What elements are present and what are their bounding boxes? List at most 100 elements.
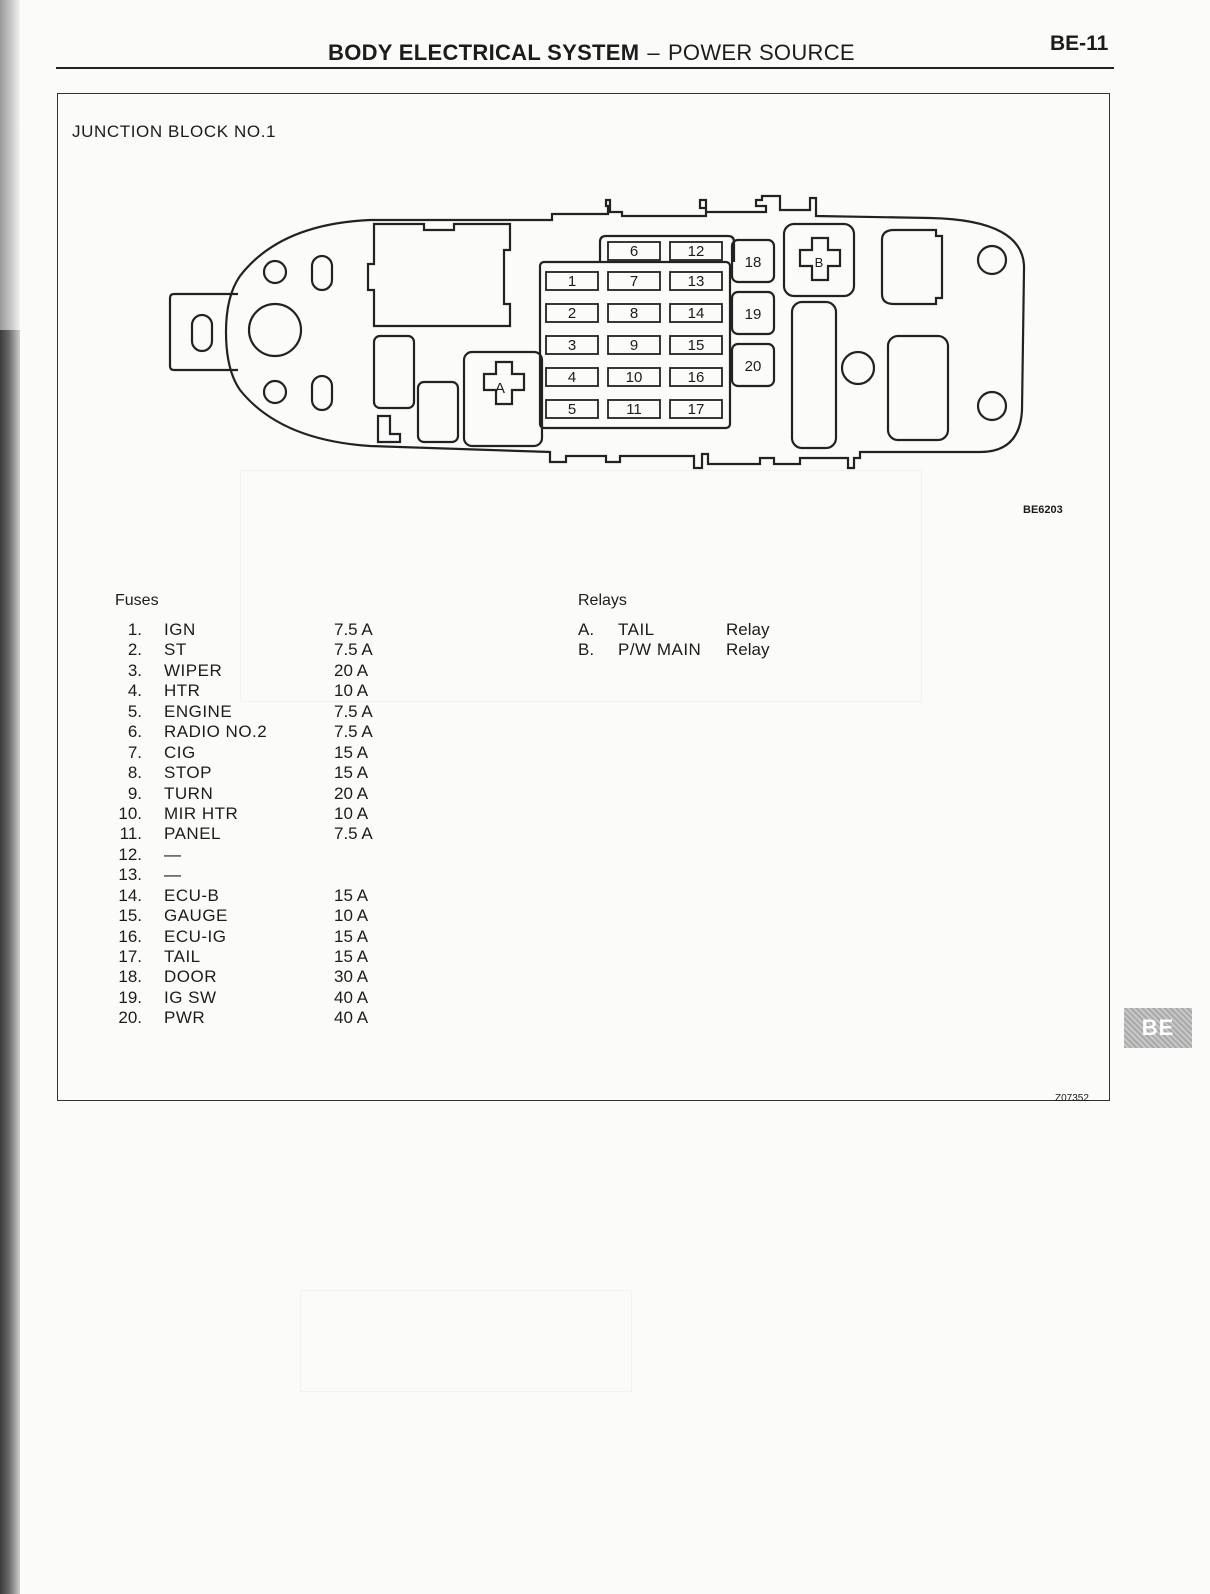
fuse-amperage: 7.5 A [334,640,373,660]
connector-housing [372,334,416,410]
fuse-number: 15. [118,906,142,926]
page-title: BODY ELECTRICAL SYSTEM–POWER SOURCE [328,40,855,66]
fuse-number: 16. [118,926,142,946]
fuse-slot-label: 7 [630,273,638,290]
fuse-amperage: 20 A [334,660,369,680]
connector-housing [790,300,838,450]
fuse-amperage: 10 A [334,681,369,701]
fuse-amperage: 15 A [334,885,369,905]
fuse-amperage: 40 A [334,987,369,1007]
mount-hole [840,350,876,386]
content-frame [57,93,1110,1101]
fuse-number: 6. [127,722,142,742]
fuse-name: — [164,865,182,885]
fuse-amperage: 7.5 A [334,824,373,844]
list-item: 11. PANEL 7.5 A [108,824,408,844]
relay-a-label: A [495,380,505,397]
fuse-number: 3. [127,660,142,680]
fuse-number: 5. [127,701,142,721]
junction-block-diagram: 1 2 3 4 5 6 7 8 9 10 11 12 13 14 15 16 1… [168,194,1026,470]
fuse-number: 18. [118,967,142,987]
mounting-slot [190,313,214,353]
fuse-number: 7. [127,742,142,762]
fuse-slot-label: 14 [688,305,705,322]
fuse-amperage: 15 A [334,742,369,762]
fuse-number: 4. [127,681,142,701]
fuse-name: HTR [164,681,201,701]
fuse-slot-label: 3 [568,337,576,354]
connector-housing [366,222,512,328]
fuse-slot-label: 15 [688,337,705,354]
fuse-amperage: 15 A [334,947,369,966]
fuse-slot-label: 20 [745,358,762,375]
fuse-name: RADIO NO.2 [164,722,268,742]
bleed-through-ghost [240,470,922,702]
fuse-number: 11. [119,824,142,844]
bottom-figure-code: Z07352 [1055,1093,1089,1104]
mount-hole [262,379,288,405]
mount-oval [310,374,334,412]
page-title-separator: – [647,40,660,65]
fuse-name: WIPER [164,660,223,680]
fuse-slot-label: 4 [568,369,576,386]
fuse-slot-label: 13 [688,273,705,290]
fuse-name: TAIL [164,947,201,966]
fuse-amperage: 7.5 A [334,701,373,721]
fuses-heading: Fuses [115,592,159,609]
mounting-tab [168,292,238,372]
connector-housing [886,334,950,442]
fuse-name: IG SW [164,987,217,1007]
mount-hole [247,302,303,358]
fuse-number: 10. [118,803,142,823]
fuse-name: IGN [164,620,196,639]
mount-oval [310,254,334,292]
fuse-name: PANEL [164,824,221,844]
fuse-slot-label: 8 [630,305,638,322]
fuse-number: 13. [118,865,142,885]
fuse-name: — [164,844,182,864]
fuse-amperage: 20 A [334,783,369,803]
fuse-amperage: 40 A [334,1008,369,1028]
fuse-panel-top [598,234,736,262]
connector-latch [376,414,402,444]
relay-b-housing [782,222,856,298]
relay-b-cross [798,236,842,282]
mount-hole [262,259,288,285]
fuse-amperage: 15 A [334,763,369,783]
fuse-number: 2. [127,640,142,660]
relay-name: P/W MAIN [618,640,702,660]
relay-name: TAIL [618,620,655,639]
section-title: JUNCTION BLOCK NO.1 [72,122,277,141]
fuse-amperage: 10 A [334,906,369,926]
fuse-amperage: 10 A [334,803,369,823]
list-item: 13. — [108,865,408,885]
fuse-slot-label: 6 [630,243,638,260]
fuse-name: ECU-IG [164,926,227,946]
fuse-panel [538,260,732,430]
list-item: 3. WIPER 20 A [108,661,408,681]
fuse-slot-label: 12 [688,243,705,260]
connector-housing [416,380,460,444]
fuse-slot-label: 10 [626,369,643,386]
fuse-number: 12. [118,844,142,864]
fuse-slot-label: 9 [630,337,638,354]
fuse-slot-label: 5 [568,401,576,418]
fuse-18-housing [730,238,776,284]
fuse-name: ECU-B [164,885,220,905]
fuse-slot-label: 2 [568,305,576,322]
fuse-slot-label: 18 [745,254,762,271]
